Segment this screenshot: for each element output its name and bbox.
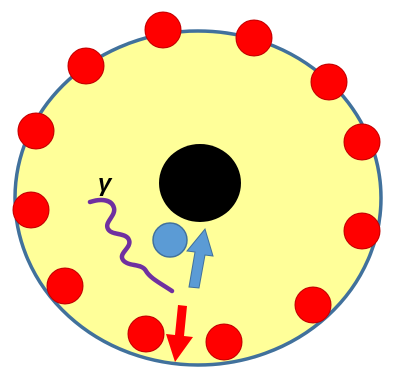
- red-particle: [128, 316, 164, 352]
- red-particle: [68, 48, 104, 84]
- red-particle: [18, 113, 54, 149]
- red-particle: [206, 324, 242, 360]
- red-particle: [13, 192, 49, 228]
- red-particle: [295, 287, 331, 323]
- red-particle: [236, 20, 272, 56]
- gamma-label: γ: [98, 170, 113, 197]
- red-particle: [344, 124, 380, 160]
- red-particle: [145, 12, 181, 48]
- central-core: [159, 144, 241, 222]
- red-particle: [344, 213, 380, 249]
- red-particle: [311, 64, 347, 100]
- red-particle: [47, 268, 83, 304]
- blue-particle: [153, 223, 187, 257]
